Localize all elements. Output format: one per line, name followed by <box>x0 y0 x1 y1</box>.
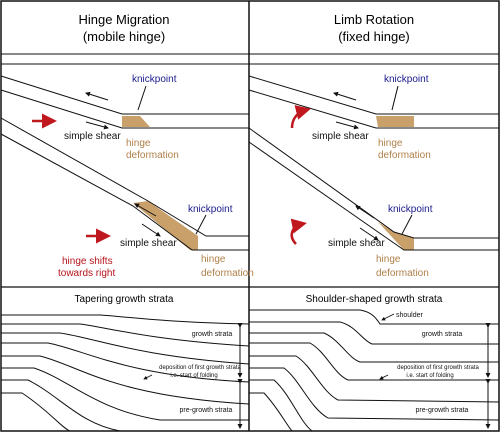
left-growth-label: growth strata <box>192 331 233 338</box>
right-bottom-knick-pointer <box>401 214 413 235</box>
left-strata <box>1 314 250 432</box>
right-title-line2: (fixed hinge) <box>338 29 410 44</box>
left-top-hinge-line1: hinge <box>126 138 151 149</box>
right-top-hinge-line1: hinge <box>378 138 403 149</box>
left-deposition-line2: i.e. start of folding <box>170 373 217 379</box>
right-pregrowth-label: pre-growth strata <box>416 407 469 414</box>
left-bottom-knick-pointer <box>195 214 207 235</box>
right-title-line1: Limb Rotation <box>334 12 414 27</box>
right-bottom-knickpoint: knickpoint <box>388 204 433 215</box>
left-shift-line1: hinge shifts <box>62 256 113 267</box>
right-top-hinge <box>376 116 414 127</box>
right-bottom-simple-shear: simple shear <box>328 238 385 249</box>
right-shoulder-label: shoulder <box>396 312 424 319</box>
left-top-simple-shear: simple shear <box>64 131 121 142</box>
right-bottom-hinge-line1: hinge <box>376 254 401 265</box>
left-top-hinge <box>122 116 150 127</box>
left-top-fold <box>0 75 249 130</box>
left-top-knickpoint: knickpoint <box>132 74 177 85</box>
left-top-knick-pointer <box>137 85 147 111</box>
left-strata-annotations: growth strata deposition of first growth… <box>143 323 243 429</box>
right-deposition-line2: i.e. start of folding <box>406 373 453 379</box>
right-rotation-arrow-top <box>290 105 311 129</box>
right-growth-label: growth strata <box>422 331 463 338</box>
left-bottom-hinge-line1: hinge <box>201 254 226 265</box>
right-bottom-hinge-line2: deformation <box>376 268 429 279</box>
left-bottom-knickpoint: knickpoint <box>188 204 233 215</box>
left-strata-title: Tapering growth strata <box>75 294 174 305</box>
left-bottom-fold <box>0 117 249 251</box>
right-top-fold <box>248 75 499 130</box>
right-bottom-hinge <box>378 222 414 250</box>
left-shift-line2: towards right <box>58 268 115 279</box>
right-top-knick-pointer <box>391 85 399 111</box>
left-title-line2: (mobile hinge) <box>83 29 165 44</box>
right-strata <box>249 309 500 432</box>
left-bottom-hinge <box>133 201 198 250</box>
right-bottom-fold <box>248 127 499 251</box>
right-top-hinge-line2: deformation <box>378 150 431 161</box>
left-bottom-simple-shear: simple shear <box>120 238 177 249</box>
right-rotation-arrow-bottom <box>290 218 307 245</box>
left-pregrowth-label: pre-growth strata <box>180 407 233 414</box>
right-strata-title: Shoulder-shaped growth strata <box>306 294 443 305</box>
left-title-line1: Hinge Migration <box>78 12 169 27</box>
right-panel: Limb Rotation (fixed hinge) knickpoint s… <box>248 12 500 432</box>
left-bottom-hinge-line2: deformation <box>201 268 254 279</box>
right-deposition-line1: deposition of first growth strata <box>397 365 479 371</box>
left-deposition-line1: deposition of first growth strata <box>159 365 241 371</box>
left-top-hinge-line2: deformation <box>126 150 179 161</box>
right-top-knickpoint: knickpoint <box>384 74 429 85</box>
left-panel: Hinge Migration (mobile hinge) knickpoin… <box>0 12 254 432</box>
right-top-simple-shear: simple shear <box>312 131 369 142</box>
